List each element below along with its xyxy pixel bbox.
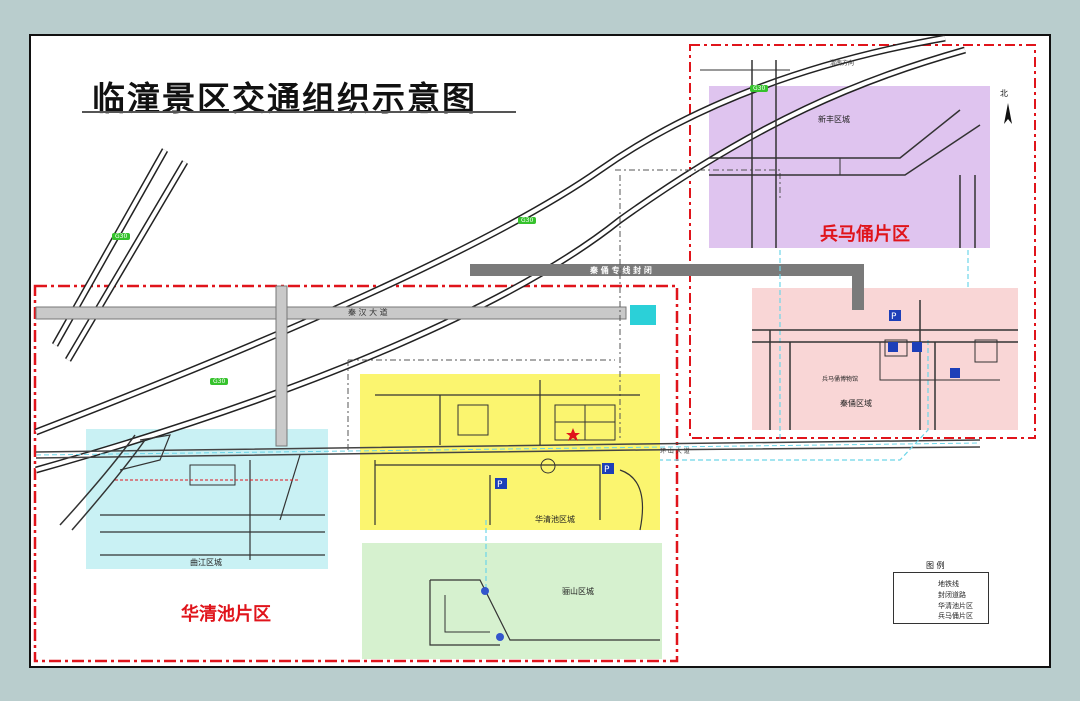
weinan-direction-label: 渭南方向 — [830, 60, 855, 67]
qinyong-area-label: 秦俑区域 — [840, 399, 872, 408]
north-arrow — [1004, 103, 1012, 124]
huaqingchi-zone-label: 华清池片区 — [181, 604, 271, 625]
qinyong-area-fill — [752, 288, 1018, 430]
lishan-area-label: 骊山区城 — [562, 587, 594, 596]
qujiang-area-label: 曲江区城 — [190, 558, 222, 567]
qinyong-line-label: 秦 俑 专 线 封 闭 — [590, 266, 652, 275]
title-underline — [82, 111, 516, 113]
bingmayong-zone-boundary — [689, 44, 1036, 439]
qinyong-special-line — [470, 264, 864, 310]
g30-shield: G30 — [210, 378, 229, 385]
svg-text:P: P — [604, 465, 610, 475]
xinfeng-area-fill — [709, 86, 990, 248]
g30-shield: G30 — [112, 233, 131, 240]
qinhan-avenue-label: 秦 汉 大 道 — [348, 308, 388, 317]
huaqingchi-zone-boundary — [33, 284, 679, 663]
main-road — [35, 439, 981, 453]
bingmayong-zone-label: 兵马俑片区 — [820, 224, 910, 245]
legend-item: 地铁线 — [938, 580, 959, 588]
lishan-area-fill — [362, 543, 662, 659]
g30-shield: G30 — [750, 85, 769, 92]
svg-text:P: P — [497, 480, 503, 490]
qinhan-avenue — [35, 306, 627, 320]
legend-item: 封闭道路 — [938, 591, 966, 599]
xinfeng-area-label: 新丰区城 — [818, 115, 850, 124]
svg-text:P: P — [891, 312, 897, 322]
closed-connector — [275, 285, 288, 447]
east-road-label: 环 山 大 道 — [660, 448, 690, 455]
legend-title: 图 例 — [926, 561, 945, 570]
north-label: 北 — [1000, 89, 1008, 98]
legend-item: 兵马俑片区 — [938, 612, 973, 620]
legend: 地铁线 封闭道路 华清池片区 兵马俑片区 — [893, 572, 989, 624]
g30-shield: G30 — [518, 217, 537, 224]
museum-label: 兵马俑博物馆 — [822, 376, 859, 383]
legend-item: 华清池片区 — [938, 602, 973, 610]
huaqingchi-area-label: 华清池区城 — [535, 515, 575, 524]
